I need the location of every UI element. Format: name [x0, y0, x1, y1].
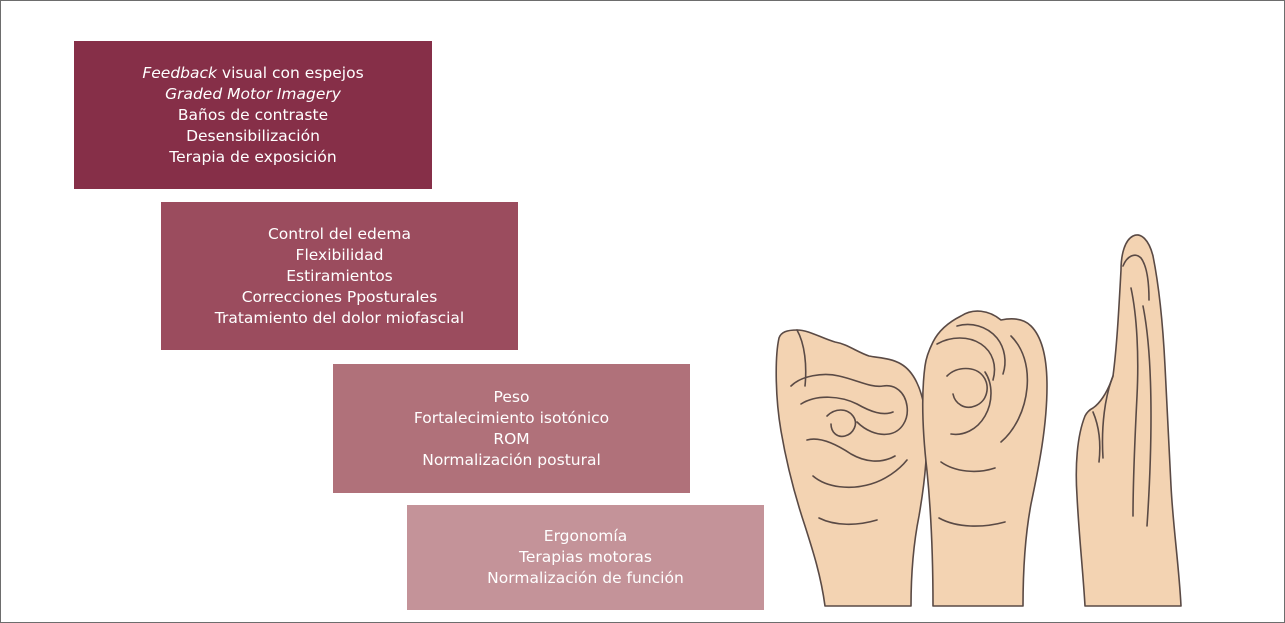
- step-2-line-2: Flexibilidad: [296, 245, 384, 266]
- hands-illustration: [761, 226, 1221, 611]
- step-1-line-1-text: visual con espejos: [217, 64, 364, 82]
- semi-closed-hand-icon: [923, 311, 1047, 606]
- step-1-line-1-italic: Feedback: [142, 64, 217, 82]
- step-2-line-5: Tratamiento del dolor miofascial: [215, 308, 464, 329]
- step-3-line-3: ROM: [493, 429, 529, 450]
- open-hand-icon: [1076, 235, 1181, 606]
- fist-hand-icon: [776, 330, 926, 606]
- step-box-3: Peso Fortalecimiento isotónico ROM Norma…: [333, 364, 690, 493]
- step-1-line-1: Feedback visual con espejos: [142, 63, 363, 84]
- step-box-2: Control del edema Flexibilidad Estiramie…: [161, 202, 518, 350]
- step-4-line-2: Terapias motoras: [519, 547, 652, 568]
- step-1-line-3: Baños de contraste: [178, 105, 328, 126]
- step-3-line-2: Fortalecimiento isotónico: [414, 408, 609, 429]
- step-4-line-3: Normalización de función: [487, 568, 684, 589]
- step-1-line-5: Terapia de exposición: [169, 147, 336, 168]
- step-3-line-1: Peso: [494, 387, 530, 408]
- step-2-line-3: Estiramientos: [286, 266, 393, 287]
- step-4-line-1: Ergonomía: [544, 526, 627, 547]
- step-2-line-1: Control del edema: [268, 224, 411, 245]
- step-3-line-4: Normalización postural: [422, 450, 601, 471]
- step-1-line-2: Graded Motor Imagery: [165, 84, 341, 105]
- step-box-4: Ergonomía Terapias motoras Normalización…: [407, 505, 764, 610]
- step-box-1: Feedback visual con espejos Graded Motor…: [74, 41, 432, 189]
- step-2-line-4: Correcciones Pposturales: [242, 287, 438, 308]
- step-1-line-4: Desensibilización: [186, 126, 320, 147]
